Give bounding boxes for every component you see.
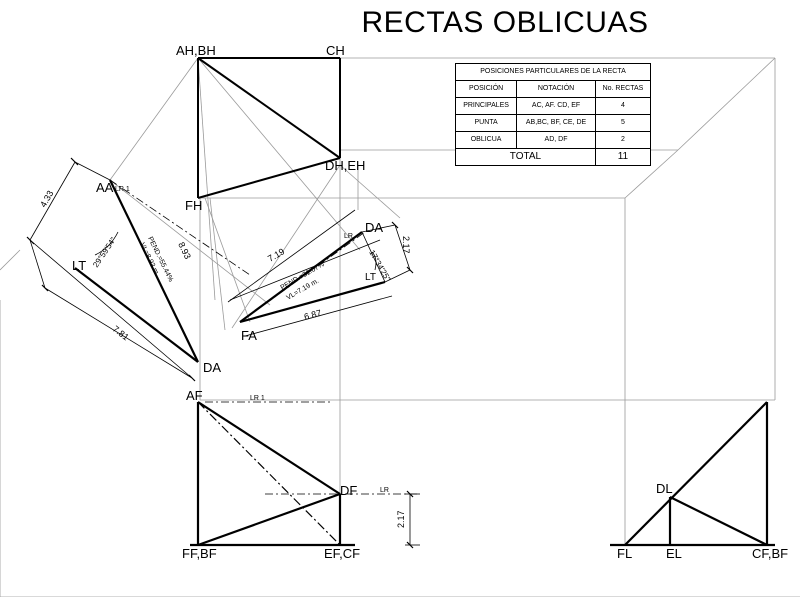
positions-table: POSICIONES PARTICULARES DE LA RECTA POSI… — [454, 63, 652, 166]
label-da-right: DA — [365, 220, 383, 235]
dim-4-33: 4.33 — [38, 189, 55, 209]
label-af: AF — [186, 388, 203, 403]
table-header-notacion: NOTACIÓN — [516, 80, 596, 98]
label-ef-cf: EF,CF — [324, 546, 360, 561]
table-cell: PUNTA — [454, 114, 518, 132]
label-ah-bh: AH,BH — [176, 43, 216, 58]
table-row: PUNTA AB,BC, BF, CE, DE 5 — [454, 114, 652, 132]
dim-angle-left: 29°59'54" — [91, 236, 118, 270]
table-cell: AB,BC, BF, CE, DE — [516, 114, 596, 132]
table-cell: 4 — [594, 97, 652, 115]
label-lt-left: LT — [72, 258, 86, 273]
table-cell: AD, DF — [516, 131, 596, 149]
table-title: POSICIONES PARTICULARES DE LA RECTA — [455, 63, 651, 81]
table-row: OBLICUA AD, DF 2 — [454, 131, 652, 149]
dimension-texts: 4.33 7.81 8.93 29°59'54" PEND.=55.44% VL… — [38, 189, 411, 528]
label-fl: FL — [617, 546, 632, 561]
table-cell: 2 — [594, 131, 652, 149]
auxiliary-view-ad — [29, 161, 251, 379]
table-row: PRINCIPALES AC, AF. CD, EF 4 — [454, 97, 652, 115]
label-ch: CH — [326, 43, 345, 58]
auxiliary-view-df — [227, 209, 411, 337]
label-dh-eh: DH,EH — [325, 158, 365, 173]
table-cell: PRINCIPALES — [454, 97, 518, 115]
table-total-row: TOTAL 11 — [455, 148, 652, 166]
page-title: RECTAS OBLICUAS — [361, 6, 649, 39]
dim-8-93: 8.93 — [176, 240, 193, 260]
table-cell: OBLICUA — [454, 131, 518, 149]
dim-7-81: 7.81 — [111, 324, 131, 343]
label-lr1-aux: LR 1 — [115, 186, 130, 193]
front-view — [190, 401, 420, 547]
dim-2-17-front: 2.17 — [396, 510, 406, 528]
label-cf-bf: CF,BF — [752, 546, 788, 561]
point-labels: AH,BH CH DH,EH FH AA DA DA FA LT LT AF D… — [72, 43, 788, 561]
table-total-value: 11 — [594, 148, 652, 166]
label-aa: AA — [96, 180, 114, 195]
table-total-label: TOTAL — [455, 148, 596, 166]
dimension-ticks — [26, 157, 414, 549]
lateral-view — [610, 401, 775, 547]
label-da-left: DA — [203, 360, 221, 375]
label-el: EL — [666, 546, 682, 561]
label-fh: FH — [185, 198, 202, 213]
table-header-num: No. RECTAS — [594, 80, 652, 98]
table-cell: 5 — [594, 114, 652, 132]
reference-line-labels: LR 1 LR LR 1 LR — [115, 186, 389, 494]
label-df: DF — [340, 483, 357, 498]
dim-6-87: 6.87 — [303, 308, 323, 322]
top-view — [197, 57, 341, 199]
label-lr-aux: LR — [344, 233, 353, 240]
label-ff-bf: FF,BF — [182, 546, 217, 561]
label-lr-front: LR — [380, 487, 389, 494]
label-fa: FA — [241, 328, 257, 343]
dim-2-17-aux: 2.17 — [401, 236, 411, 254]
table-cell: AC, AF. CD, EF — [516, 97, 596, 115]
table-header-posicion: POSICIÓN — [454, 80, 518, 98]
label-lt-right: LT — [365, 272, 376, 283]
label-lr1-front: LR 1 — [250, 395, 265, 402]
label-dl: DL — [656, 481, 673, 496]
